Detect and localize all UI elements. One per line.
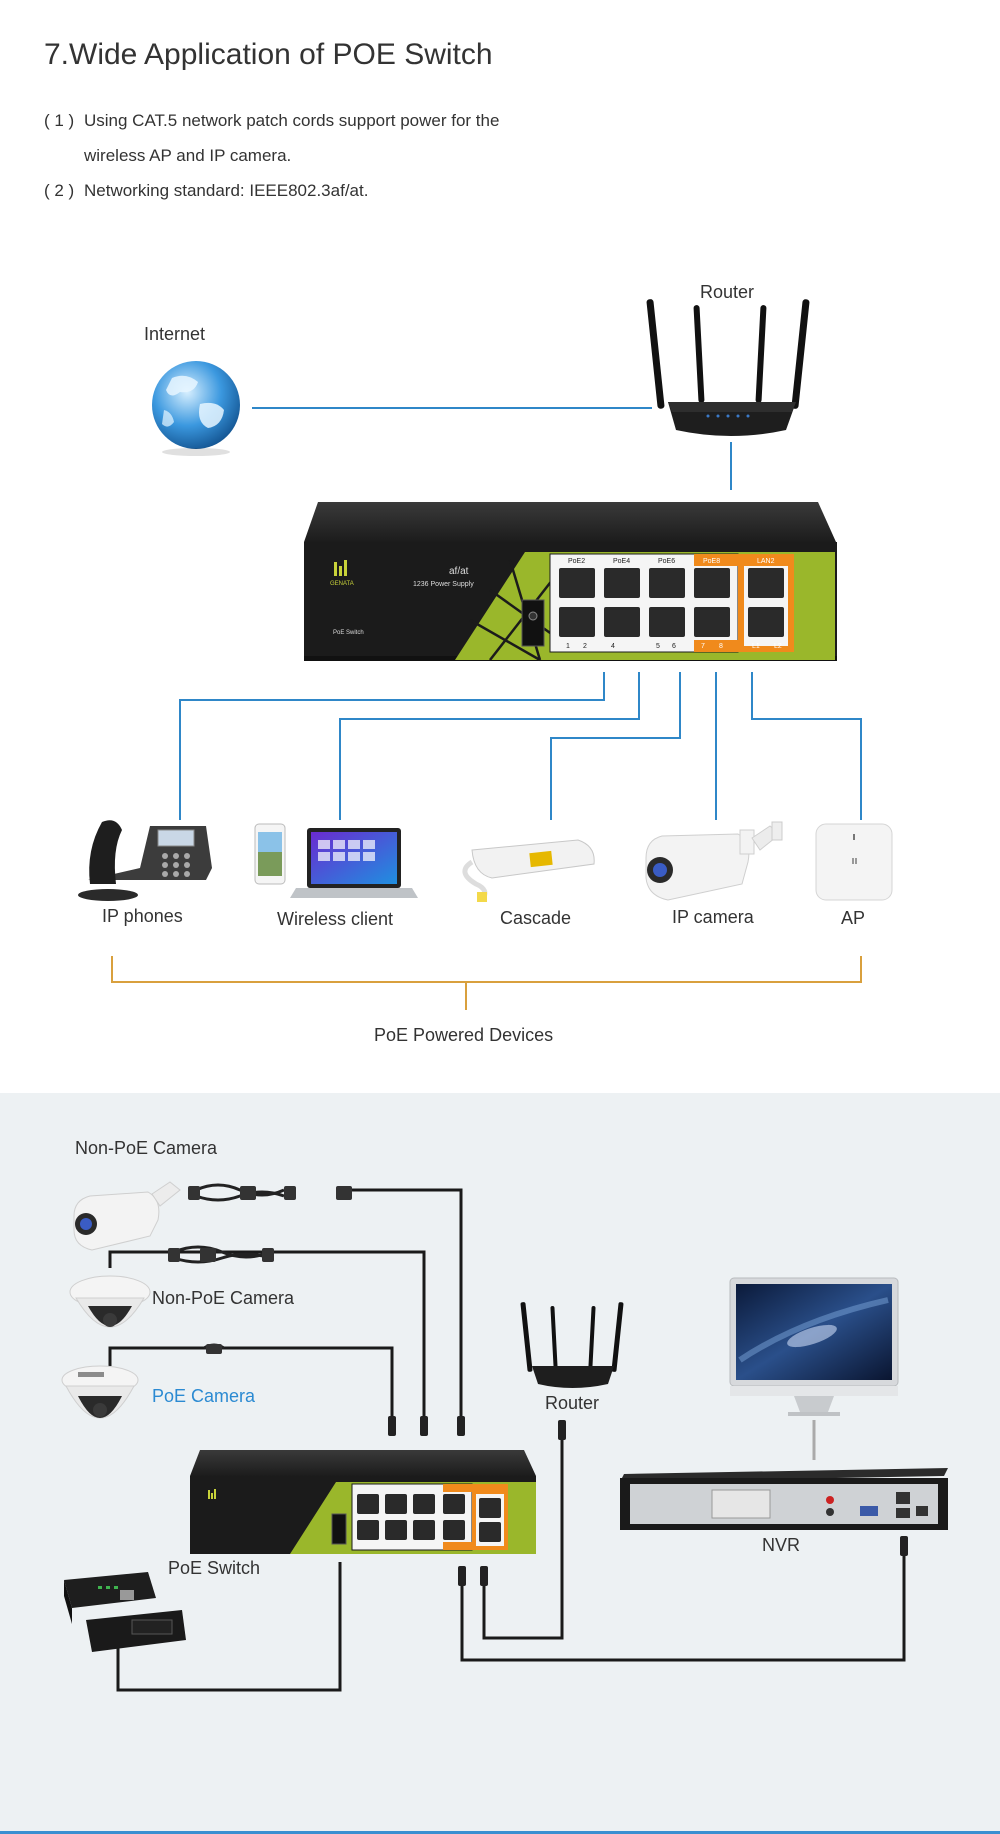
router-top-label: Router bbox=[700, 282, 754, 302]
poe-switch-bottom-label: PoE Switch bbox=[168, 1558, 260, 1578]
port-label-4: 4 bbox=[611, 643, 615, 650]
non-poe-bullet-camera-icon bbox=[73, 1181, 181, 1251]
rj45-connectors bbox=[388, 1416, 908, 1586]
port bbox=[748, 607, 784, 637]
brand-logo-icon bbox=[334, 560, 347, 576]
port-label-l2: L2 bbox=[774, 643, 782, 650]
port bbox=[748, 568, 784, 598]
port bbox=[649, 607, 685, 637]
line-wireless-client bbox=[339, 672, 640, 820]
media-converter-icon bbox=[64, 1572, 186, 1652]
port-label-lan2: LAN2 bbox=[757, 558, 775, 565]
poe-dome-camera-icon bbox=[61, 1365, 139, 1419]
page-title: 7.Wide Application of POE Switch bbox=[44, 38, 493, 71]
poe-camera-label: PoE Camera bbox=[152, 1386, 256, 1406]
port-label-7: 7 bbox=[701, 643, 705, 650]
line-switch-nvr bbox=[460, 1542, 906, 1662]
nvr-label: NVR bbox=[762, 1535, 800, 1555]
line-poe-camera bbox=[108, 1346, 394, 1420]
top-connection-lines bbox=[179, 407, 862, 820]
non-poe-camera-1-label: Non-PoE Camera bbox=[75, 1138, 218, 1158]
port bbox=[694, 607, 730, 637]
line-router-switch bbox=[482, 1420, 564, 1640]
poe-powered-devices-label: PoE Powered Devices bbox=[374, 1025, 553, 1045]
port bbox=[649, 568, 685, 598]
line-ap bbox=[751, 672, 862, 820]
line-ip-phones bbox=[179, 672, 605, 820]
switch-standard: af/at bbox=[449, 566, 469, 577]
feature-item-1-number: ( 1 ) bbox=[44, 111, 75, 130]
poe-switch-top: PoE2 PoE4 PoE6 PoE8 LAN2 1 2 4 5 6 7 8 L… bbox=[304, 502, 837, 662]
port-label-l1: L1 bbox=[752, 643, 760, 650]
feature-item-1-text: Using CAT.5 network patch cords support … bbox=[84, 111, 500, 130]
device-label-ip-camera: IP camera bbox=[672, 907, 755, 927]
line-non-poe-camera-1 bbox=[352, 1188, 463, 1420]
feature-item-2-number: ( 2 ) bbox=[44, 181, 75, 200]
port bbox=[559, 607, 595, 637]
device-label-cascade: Cascade bbox=[500, 908, 571, 928]
port-label-2: 2 bbox=[583, 643, 587, 650]
dc-power-jack bbox=[521, 599, 545, 647]
non-poe-camera-2-label: Non-PoE Camera bbox=[152, 1288, 295, 1308]
monitor-icon bbox=[729, 1277, 899, 1416]
port-label-poe4: PoE4 bbox=[613, 558, 630, 565]
router-bottom-label: Router bbox=[545, 1393, 599, 1413]
port-label-poe2: PoE2 bbox=[568, 558, 585, 565]
port-label-5: 5 bbox=[656, 643, 660, 650]
feature-item-1: ( 1 ) Using CAT.5 network patch cords sup… bbox=[44, 103, 499, 138]
port-label-poe8: PoE8 bbox=[703, 558, 720, 565]
port bbox=[694, 568, 730, 598]
port bbox=[604, 607, 640, 637]
device-label-ip-phones: IP phones bbox=[102, 906, 183, 926]
cascade-splitter-icon bbox=[462, 839, 595, 902]
device-label-wireless-client: Wireless client bbox=[277, 909, 393, 929]
ip-camera-icon bbox=[645, 821, 783, 901]
router-bottom-icon bbox=[520, 1302, 624, 1388]
non-poe-dome-camera-icon bbox=[69, 1275, 151, 1328]
power-splitter-cables bbox=[173, 1183, 285, 1350]
line-switch-media-converter bbox=[116, 1562, 342, 1692]
port bbox=[559, 568, 595, 598]
access-point-icon bbox=[815, 823, 893, 901]
device-label-ap: AP bbox=[841, 908, 865, 928]
switch-name: PoE Switch bbox=[333, 630, 364, 636]
bottom-connection-lines bbox=[108, 1188, 906, 1692]
poe-powered-devices-bracket bbox=[111, 956, 862, 1010]
port-label-6: 6 bbox=[672, 643, 676, 650]
ip-phone-icon bbox=[78, 820, 212, 901]
bottom-accent-strip bbox=[0, 1831, 1000, 1834]
switch-brand: GENATA bbox=[330, 581, 354, 587]
port-label-8: 8 bbox=[719, 643, 723, 650]
router-top-icon bbox=[646, 299, 810, 436]
nvr-icon bbox=[620, 1468, 948, 1530]
wireless-client-icon bbox=[254, 823, 418, 898]
switch-top-ports bbox=[559, 568, 784, 637]
internet-label: Internet bbox=[144, 324, 205, 344]
line-cascade bbox=[550, 672, 681, 820]
port bbox=[604, 568, 640, 598]
port-label-1: 1 bbox=[566, 643, 570, 650]
poe-switch-bottom bbox=[190, 1450, 536, 1554]
splitter-plugs bbox=[168, 1186, 352, 1354]
feature-item-1-continuation: wireless AP and IP camera. bbox=[84, 146, 292, 165]
feature-item-2-text: Networking standard: IEEE802.3af/at. bbox=[84, 181, 369, 200]
switch-power-supply: 1236 Power Supply bbox=[413, 581, 474, 588]
port-label-poe6: PoE6 bbox=[658, 558, 675, 565]
feature-item-2: ( 2 ) Networking standard: IEEE802.3af/at… bbox=[44, 173, 368, 208]
internet-globe-icon bbox=[152, 361, 240, 456]
